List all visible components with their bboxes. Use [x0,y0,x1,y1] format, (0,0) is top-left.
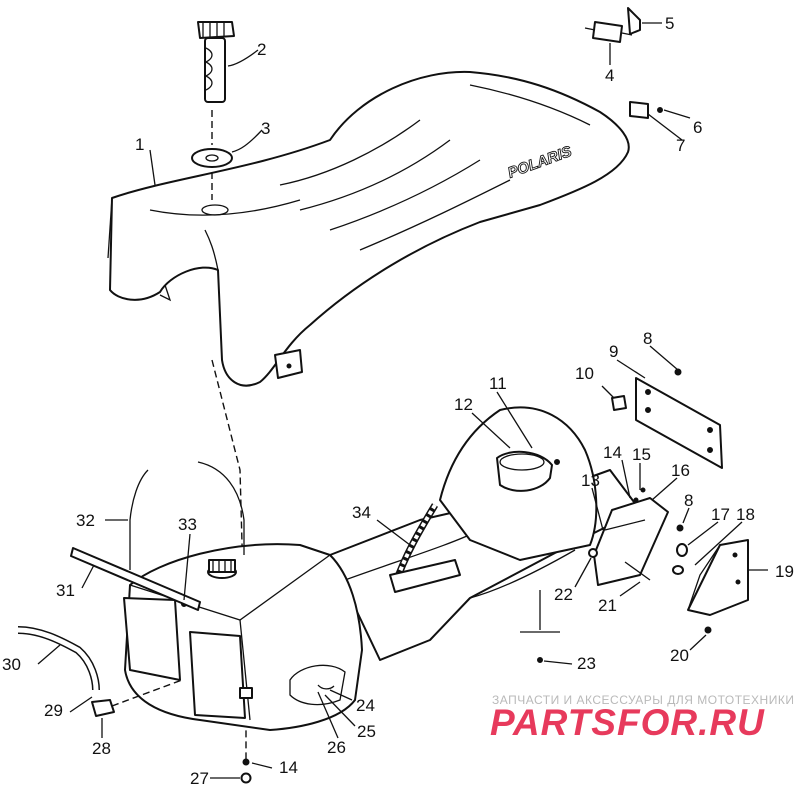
bracket-19 [687,539,749,634]
callout-3: 3 [261,119,270,138]
callout-14: 14 [603,443,622,462]
callout-31: 31 [56,581,75,600]
watermark-tagline: ЗАПЧАСТИ И АКСЕССУАРЫ ДЛЯ МОТОТЕХНИКИ [492,693,795,707]
callout-13: 13 [581,471,600,490]
callout-30: 30 [2,655,21,674]
callout-18: 18 [736,505,755,524]
callout-32: 32 [76,511,95,530]
callout-19: 19 [775,562,794,581]
callout-12: 12 [454,395,473,414]
callout-21: 21 [598,596,617,615]
callout-15: 15 [632,445,651,464]
callout-33: 33 [178,515,197,534]
fuel-tank [123,543,363,731]
callout-34: 34 [352,503,371,522]
callout-5: 5 [665,14,674,33]
washer [191,148,233,168]
decal [584,21,633,43]
callout-9: 9 [609,342,618,361]
callout-11: 11 [489,374,507,393]
callout-22: 22 [554,585,573,604]
fuel-hose [389,503,461,593]
callout-17: 17 [711,505,730,524]
watermark-brand: PARTSFOR.RU [490,702,765,743]
callout-27: 27 [190,769,209,787]
hose-clamp [91,699,115,717]
callout-6: 6 [693,118,702,137]
gas-cap [197,21,235,103]
callout-1: 1 [135,135,144,154]
callout-14b: 14 [279,758,298,777]
callout-8b: 8 [684,491,693,510]
oil-tank [439,406,598,561]
callout-29: 29 [44,701,63,720]
callout-2: 2 [257,40,266,59]
callout-23: 23 [577,654,596,673]
bracket-5 [627,7,641,35]
clip [629,101,663,119]
callout-7: 7 [676,136,685,155]
vent-tube [129,469,149,570]
strap [70,547,201,611]
callout-24: 24 [356,696,375,715]
callout-16: 16 [671,461,690,480]
callout-26: 26 [327,738,346,757]
callout-20: 20 [670,646,689,665]
license-plate [611,368,723,469]
callout-10: 10 [575,364,594,383]
seat: POLARIS [107,70,630,387]
callout-25: 25 [357,722,376,741]
callout-4: 4 [605,66,614,85]
callout-8: 8 [643,329,652,348]
bracket-16 [588,487,688,586]
callout-28: 28 [92,739,111,758]
